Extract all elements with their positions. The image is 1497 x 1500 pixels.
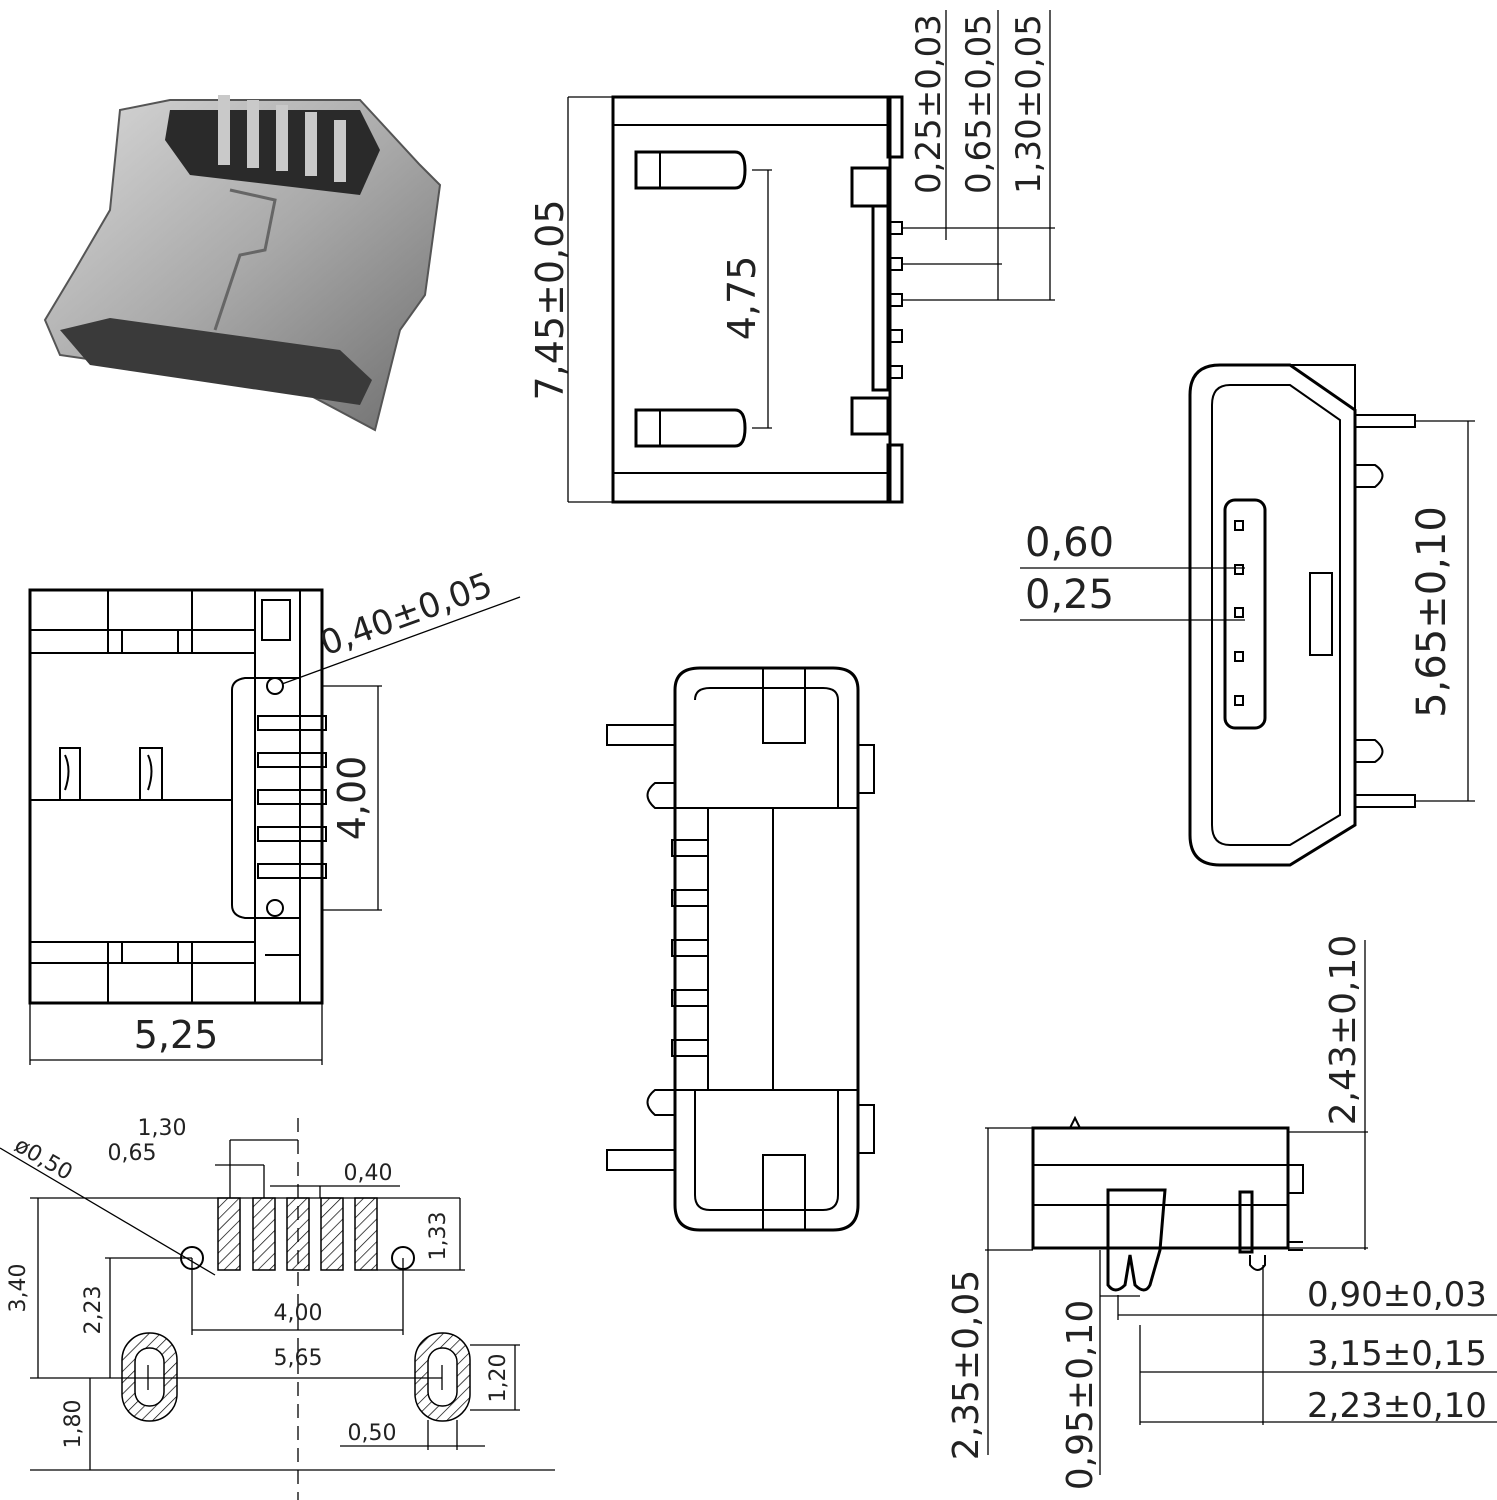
footprint-slots — [121, 1332, 471, 1422]
dim-profile-c: 2,23±0,10 — [1307, 1386, 1487, 1426]
dim-fp-hole-span: 4,00 — [274, 1301, 323, 1326]
profile-view — [985, 940, 1497, 1475]
dim-top-b: 0,65±0,05 — [959, 14, 999, 194]
dim-top-a: 0,25±0,03 — [909, 14, 949, 194]
dim-top-c: 1,30±0,05 — [1009, 14, 1049, 194]
dim-fp-pitch1: 0,65 — [108, 1141, 157, 1166]
dim-fp-hole-dia: ø0,50 — [10, 1133, 77, 1186]
dim-profile-leg: 0,95±0,10 — [1060, 1300, 1101, 1490]
dim-profile-body: 2,35±0,05 — [946, 1270, 987, 1460]
dim-top-pitch: 4,75 — [720, 256, 764, 341]
front-view-pins — [1234, 520, 1244, 706]
dim-front-height: 5,65±0,10 — [1409, 506, 1455, 718]
dim-fp-slot-h: 1,20 — [486, 1354, 511, 1403]
dim-fp-slot-span: 5,65 — [274, 1346, 323, 1371]
dim-profile-b: 3,15±0,15 — [1307, 1334, 1487, 1374]
dim-profile-height: 2,43±0,10 — [1323, 935, 1364, 1125]
dim-fp-pad-w: 0,40 — [344, 1161, 393, 1186]
dim-side-width: 5,25 — [134, 1013, 219, 1057]
dim-profile-a: 0,90±0,03 — [1307, 1275, 1487, 1315]
dim-top-length: 7,45±0,05 — [528, 199, 572, 400]
bottom-view-pins — [671, 839, 709, 1057]
bottom-view — [606, 666, 875, 1232]
top-view — [567, 10, 1055, 504]
front-view — [1020, 363, 1475, 867]
dim-front-pin-a: 0,60 — [1025, 520, 1114, 566]
side-view-pins — [257, 715, 327, 879]
footprint-pads — [217, 1197, 378, 1271]
dim-front-pin-b: 0,25 — [1025, 572, 1114, 618]
dim-fp-slot-w: 0,50 — [348, 1421, 397, 1446]
dim-fp-pitch2: 1,30 — [138, 1116, 187, 1141]
footprint-view — [0, 1118, 555, 1500]
dim-side-span: 4,00 — [330, 756, 374, 841]
side-view — [28, 588, 521, 1065]
dim-fp-total-h: 3,40 — [6, 1264, 31, 1313]
dim-fp-slot-y: 1,80 — [61, 1400, 86, 1449]
micro-usb-connector-photo-icon — [43, 95, 442, 432]
dim-fp-hole-y: 2,23 — [81, 1286, 106, 1335]
dim-fp-pad-h: 1,33 — [426, 1212, 451, 1261]
